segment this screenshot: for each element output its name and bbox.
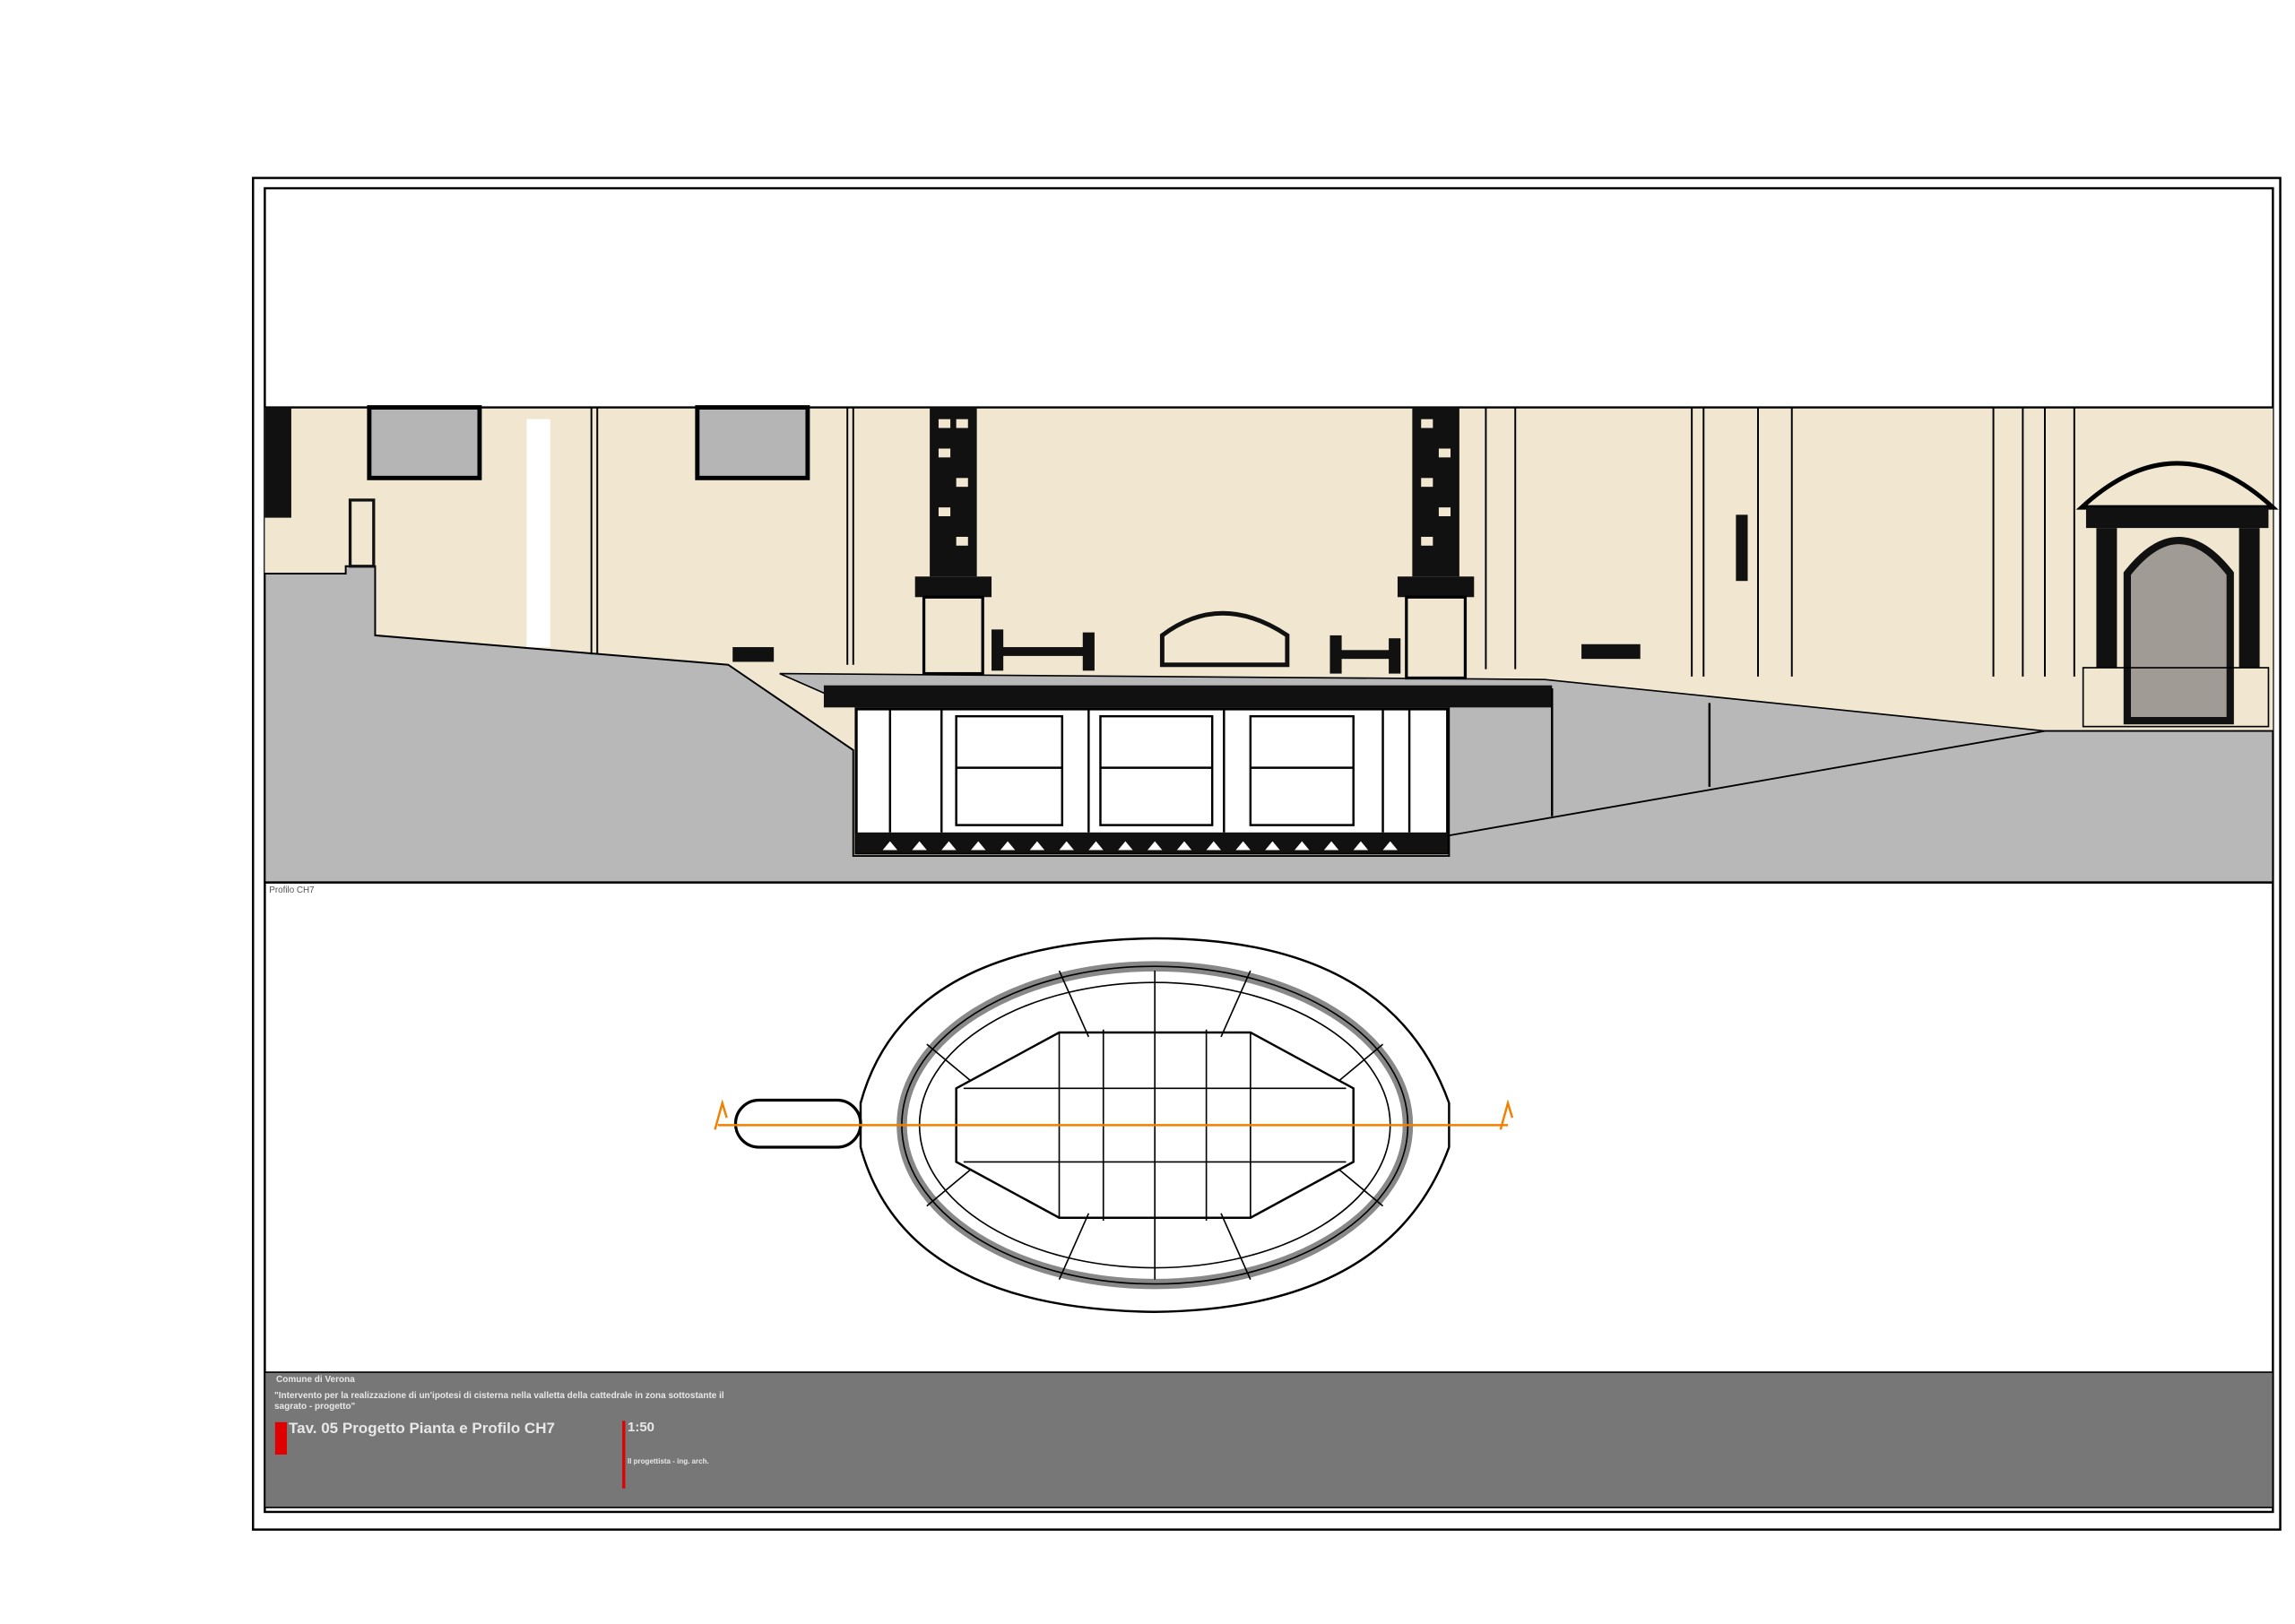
title-block bbox=[264, 1371, 2274, 1508]
cistern-section bbox=[854, 707, 1450, 855]
notes: Il progettista - ing. arch. bbox=[628, 1457, 709, 1465]
cistern-plan bbox=[714, 937, 1514, 1314]
elevation-profile bbox=[264, 405, 2279, 884]
portal bbox=[2075, 461, 2279, 728]
section-label: Profilo CH7 bbox=[269, 885, 314, 895]
header-label: Comune di Verona bbox=[276, 1375, 355, 1385]
scale-label: 1:50 bbox=[628, 1420, 655, 1435]
sheet-title: Tav. 05 Progetto Pianta e Profilo CH7 bbox=[289, 1420, 555, 1437]
stone-pier-right bbox=[1397, 407, 1475, 680]
accent-bar bbox=[274, 1421, 287, 1455]
outer-border bbox=[252, 177, 2282, 1531]
stone-pier-left bbox=[914, 407, 992, 676]
project-description: "Intervento per la realizzazione di un'i… bbox=[274, 1391, 724, 1412]
